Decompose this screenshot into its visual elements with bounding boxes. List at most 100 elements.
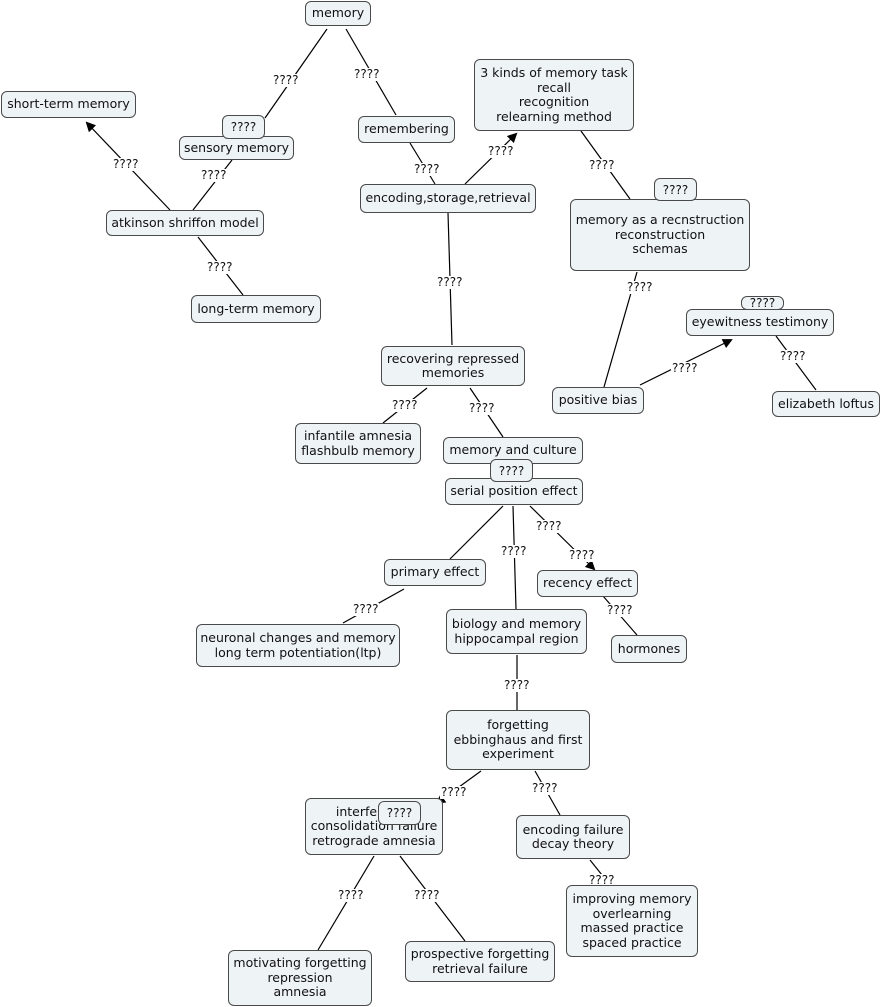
node-hormones[interactable]: hormones: [611, 635, 687, 663]
node-line: experiment: [482, 746, 554, 762]
node-line: decay theory: [531, 836, 615, 851]
node-line: 3 kinds of memory task: [480, 65, 628, 80]
link-encoding-tasks: [464, 132, 518, 185]
node-line: atkinson shriffon model: [111, 214, 259, 230]
link-label: ????: [487, 144, 515, 158]
node-memory[interactable]: memory: [305, 1, 371, 26]
node-line: elizabeth loftus: [778, 395, 874, 411]
node-line: retrograde amnesia: [312, 832, 436, 848]
node-line: infantile amnesia: [304, 428, 412, 443]
annotation-tag[interactable]: ????: [741, 296, 784, 310]
node-remembering[interactable]: remembering: [358, 116, 455, 143]
annotation-tag[interactable]: ????: [222, 115, 265, 139]
node-line: flashbulb memory: [301, 442, 415, 458]
node-serial-position-effect[interactable]: serial position effect: [445, 478, 583, 505]
node-line: prospective forgetting: [410, 946, 550, 961]
node-elizabeth-loftus[interactable]: elizabeth loftus: [772, 391, 880, 417]
node-line: massed practice: [580, 920, 684, 935]
node-primary-effect[interactable]: primary effect: [384, 559, 486, 586]
node-line: recall: [536, 79, 572, 95]
link-label: ????: [391, 398, 419, 412]
link-label: ????: [531, 781, 559, 795]
node-line: positive bias: [558, 392, 638, 408]
link-label: ????: [272, 73, 300, 87]
node-improving-memory[interactable]: improving memory overlearning massed pra…: [566, 885, 698, 957]
node-line: recovering repressed: [386, 350, 520, 366]
node-line: long-term memory: [197, 300, 315, 316]
link-label: ????: [440, 785, 468, 799]
node-line: overlearning: [592, 905, 672, 921]
node-line: hippocampal region: [454, 630, 579, 646]
node-line: retrieval failure: [432, 960, 528, 976]
link-label: ????: [337, 888, 365, 902]
node-line: remembering: [364, 121, 449, 137]
node-line: recognition: [518, 94, 590, 109]
link-label: ????: [588, 873, 616, 887]
link-label: ????: [352, 602, 380, 616]
node-line: biology and memory: [451, 616, 582, 631]
node-line: eyewitness testimony: [691, 314, 829, 330]
node-eyewitness-testimony[interactable]: eyewitness testimony: [686, 309, 834, 336]
node-line: memory: [311, 5, 365, 21]
node-line: reconstruction: [614, 226, 706, 242]
node-prospective-forgetting[interactable]: prospective forgetting retrieval failure: [405, 941, 555, 982]
node-interference[interactable]: interference consolidation failure retro…: [305, 798, 443, 855]
node-memory-as-reconstruction[interactable]: memory as a recnstruction reconstruction…: [570, 199, 750, 271]
node-atkinson-shriffon-model[interactable]: atkinson shriffon model: [106, 210, 264, 236]
link-label: ????: [626, 280, 654, 294]
node-infantile-amnesia[interactable]: infantile amnesia flashbulb memory: [295, 423, 421, 464]
node-encoding-failure[interactable]: encoding failure decay theory: [516, 815, 630, 859]
node-line: recency effect: [542, 575, 633, 591]
node-encoding-storage-retrieval[interactable]: encoding,storage,retrieval: [360, 184, 536, 213]
link-label: ????: [535, 519, 563, 533]
node-line: memory as a recnstruction: [575, 212, 745, 228]
node-line: schemas: [632, 241, 688, 257]
link-label: ????: [779, 349, 807, 363]
link-label: ????: [468, 401, 496, 415]
link-eyewitness-loftus: [775, 335, 817, 391]
node-line: serial position effect: [450, 483, 578, 499]
node-forgetting[interactable]: forgetting ebbinghaus and first experime…: [446, 710, 590, 770]
annotation-tag[interactable]: ????: [654, 178, 697, 201]
link-label: ????: [353, 67, 381, 81]
link-label: ????: [588, 158, 616, 172]
node-neuronal-changes[interactable]: neuronal changes and memory long term po…: [196, 624, 400, 667]
node-recovering-repressed-memories[interactable]: recovering repressed memories: [381, 346, 525, 386]
link-label: ????: [413, 888, 441, 902]
annotation-tag[interactable]: ????: [378, 801, 421, 825]
annotation-tag[interactable]: ????: [490, 459, 533, 482]
link-label: ????: [503, 678, 531, 692]
link-label: ????: [568, 548, 596, 562]
link-serial-primary: [449, 505, 504, 560]
link-label: ????: [112, 157, 140, 171]
node-line: neuronal changes and memory: [200, 630, 396, 645]
link-label: ????: [436, 275, 464, 289]
link-interference-motivating: [317, 855, 375, 951]
link-sensory-atkinson: [192, 159, 233, 211]
link-label: ????: [413, 162, 441, 176]
node-sensory-memory[interactable]: sensory memory: [179, 136, 294, 160]
node-line: relearning method: [496, 108, 612, 124]
node-line: motivating forgetting: [233, 955, 367, 971]
link-label: ????: [500, 544, 528, 558]
node-line: encoding failure: [522, 821, 624, 837]
node-line: ebbinghaus and first: [453, 731, 583, 747]
node-long-term-memory[interactable]: long-term memory: [191, 295, 321, 323]
node-line: hormones: [617, 640, 681, 656]
node-line: memory and culture: [449, 442, 577, 458]
node-line: primary effect: [390, 564, 480, 580]
node-memory-tasks[interactable]: 3 kinds of memory task recall recognitio…: [474, 59, 634, 131]
node-line: encoding,storage,retrieval: [365, 190, 531, 206]
node-motivating-forgetting[interactable]: motivating forgetting repression amnesia: [228, 950, 372, 1006]
node-biology-and-memory[interactable]: biology and memory hippocampal region: [446, 609, 587, 654]
node-line: spaced practice: [582, 934, 682, 950]
node-line: long term potentiation(ltp): [214, 644, 382, 660]
node-line: forgetting: [487, 717, 549, 733]
link-label: ????: [200, 168, 228, 182]
node-positive-bias[interactable]: positive bias: [552, 387, 644, 414]
node-recency-effect[interactable]: recency effect: [537, 570, 638, 597]
node-short-term-memory[interactable]: short-term memory: [1, 91, 136, 118]
link-memory-sensory: [264, 28, 328, 119]
